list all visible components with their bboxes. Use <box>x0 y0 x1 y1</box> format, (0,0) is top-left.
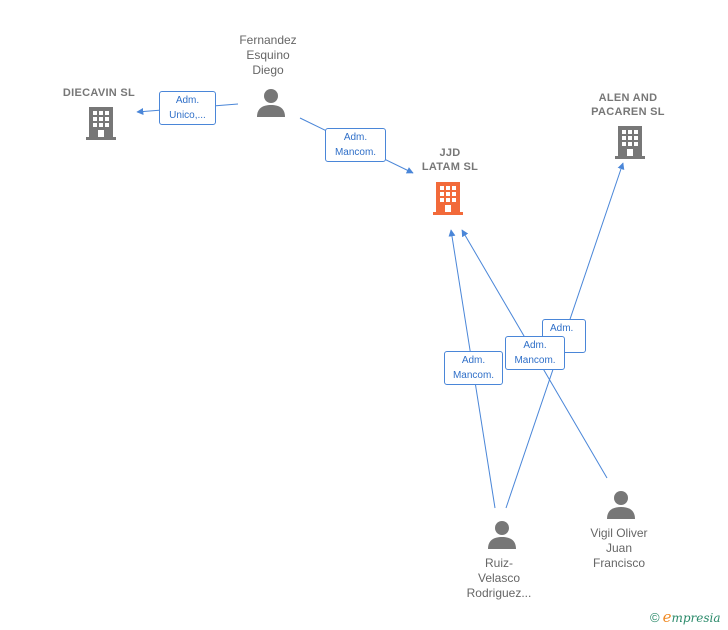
brand-initial: e <box>662 608 672 626</box>
company-label-alen-and-pacaren[interactable]: ALEN AND PACAREN SL <box>591 92 665 118</box>
person-label-ruiz-velasco[interactable]: Ruiz- Velasco Rodriguez... <box>466 556 532 600</box>
person-icon[interactable] <box>487 520 517 550</box>
person-icon[interactable] <box>256 88 286 118</box>
role-label-ruiz-jjd[interactable]: Adm. Mancom. <box>444 351 503 385</box>
role-label-fernandez-jjd[interactable]: Adm. Mancom. <box>325 128 386 162</box>
person-icon[interactable] <box>606 490 636 520</box>
copyright-symbol: © <box>650 610 660 625</box>
person-label-vigil-oliver[interactable]: Vigil Oliver Juan Francisco <box>590 526 648 570</box>
company-label-diecavin[interactable]: DIECAVIN SL <box>62 87 136 99</box>
empresia-logo: ©empresia <box>650 608 721 626</box>
person-label-fernandez[interactable]: Fernandez Esquino Diego <box>239 33 297 77</box>
brand-name: mpresia <box>671 611 721 625</box>
role-label-vigil-jjd[interactable]: Adm. Mancom. <box>505 336 565 370</box>
building-icon[interactable] <box>433 181 463 215</box>
building-icon[interactable] <box>615 125 645 159</box>
building-icon[interactable] <box>86 106 116 140</box>
company-label-jjd-latam[interactable]: JJD LATAM SL <box>421 147 479 173</box>
role-label-fernandez-diecavin[interactable]: Adm. Unico,... <box>159 91 216 125</box>
